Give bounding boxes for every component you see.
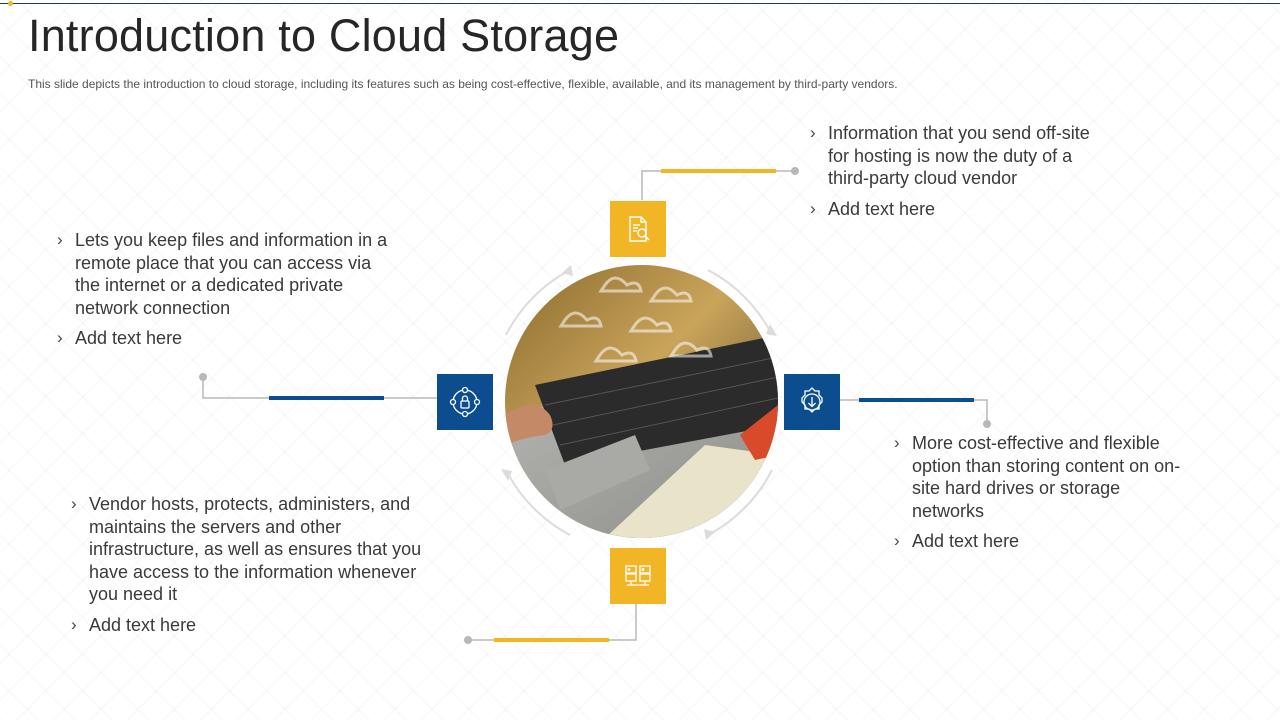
bullet-item: › More cost-effective and flexible optio…	[894, 433, 1181, 521]
connector-bottom	[468, 604, 637, 641]
text-block-left: › Lets you keep files and information in…	[57, 229, 389, 358]
bullet-item: › Vendor hosts, protects, administers, a…	[71, 494, 422, 604]
connector-right-dot	[983, 420, 991, 428]
slide-title: Introduction to Cloud Storage	[28, 10, 620, 61]
cycle-arrows	[505, 269, 773, 536]
chevron-right-icon: ›	[71, 614, 77, 634]
connector-right	[840, 399, 988, 424]
text-block-top-right: › Information that you send off-site for…	[810, 122, 1110, 228]
chevron-right-icon: ›	[894, 531, 900, 550]
chevron-right-icon: ›	[894, 433, 900, 452]
network-lock-icon	[437, 374, 493, 430]
gear-download-icon	[784, 374, 840, 430]
connector-bottom-dot	[464, 636, 472, 644]
bullet-item: › Information that you send off-site for…	[810, 123, 1090, 188]
bullet-item: › Lets you keep files and information in…	[57, 230, 388, 318]
connector-left	[202, 377, 437, 399]
cycle-arrowheads	[501, 265, 777, 540]
chevron-right-icon: ›	[57, 328, 63, 347]
bullet-item: › Add text here	[810, 198, 936, 219]
document-search-icon	[610, 201, 666, 257]
servers-icon	[610, 548, 666, 604]
top-rule	[0, 3, 1280, 4]
bullet-item: › Add text here	[57, 328, 183, 348]
top-rule-dot	[8, 1, 13, 6]
chevron-right-icon: ›	[71, 494, 77, 513]
text-block-right: › More cost-effective and flexible optio…	[894, 432, 1184, 561]
bullet-item: › Add text here	[71, 614, 197, 635]
cloud-laptop-image	[505, 265, 778, 538]
chevron-right-icon: ›	[810, 198, 816, 218]
connector-top-dot	[791, 167, 799, 175]
chevron-right-icon: ›	[57, 230, 63, 249]
slide-subtitle: This slide depicts the introduction to c…	[28, 77, 898, 91]
chevron-right-icon: ›	[810, 123, 816, 142]
connector-left-dot	[199, 373, 207, 381]
text-block-bottom-left: › Vendor hosts, protects, administers, a…	[71, 493, 436, 644]
bullet-item: › Add text here	[894, 531, 1020, 551]
connector-top	[641, 170, 795, 200]
